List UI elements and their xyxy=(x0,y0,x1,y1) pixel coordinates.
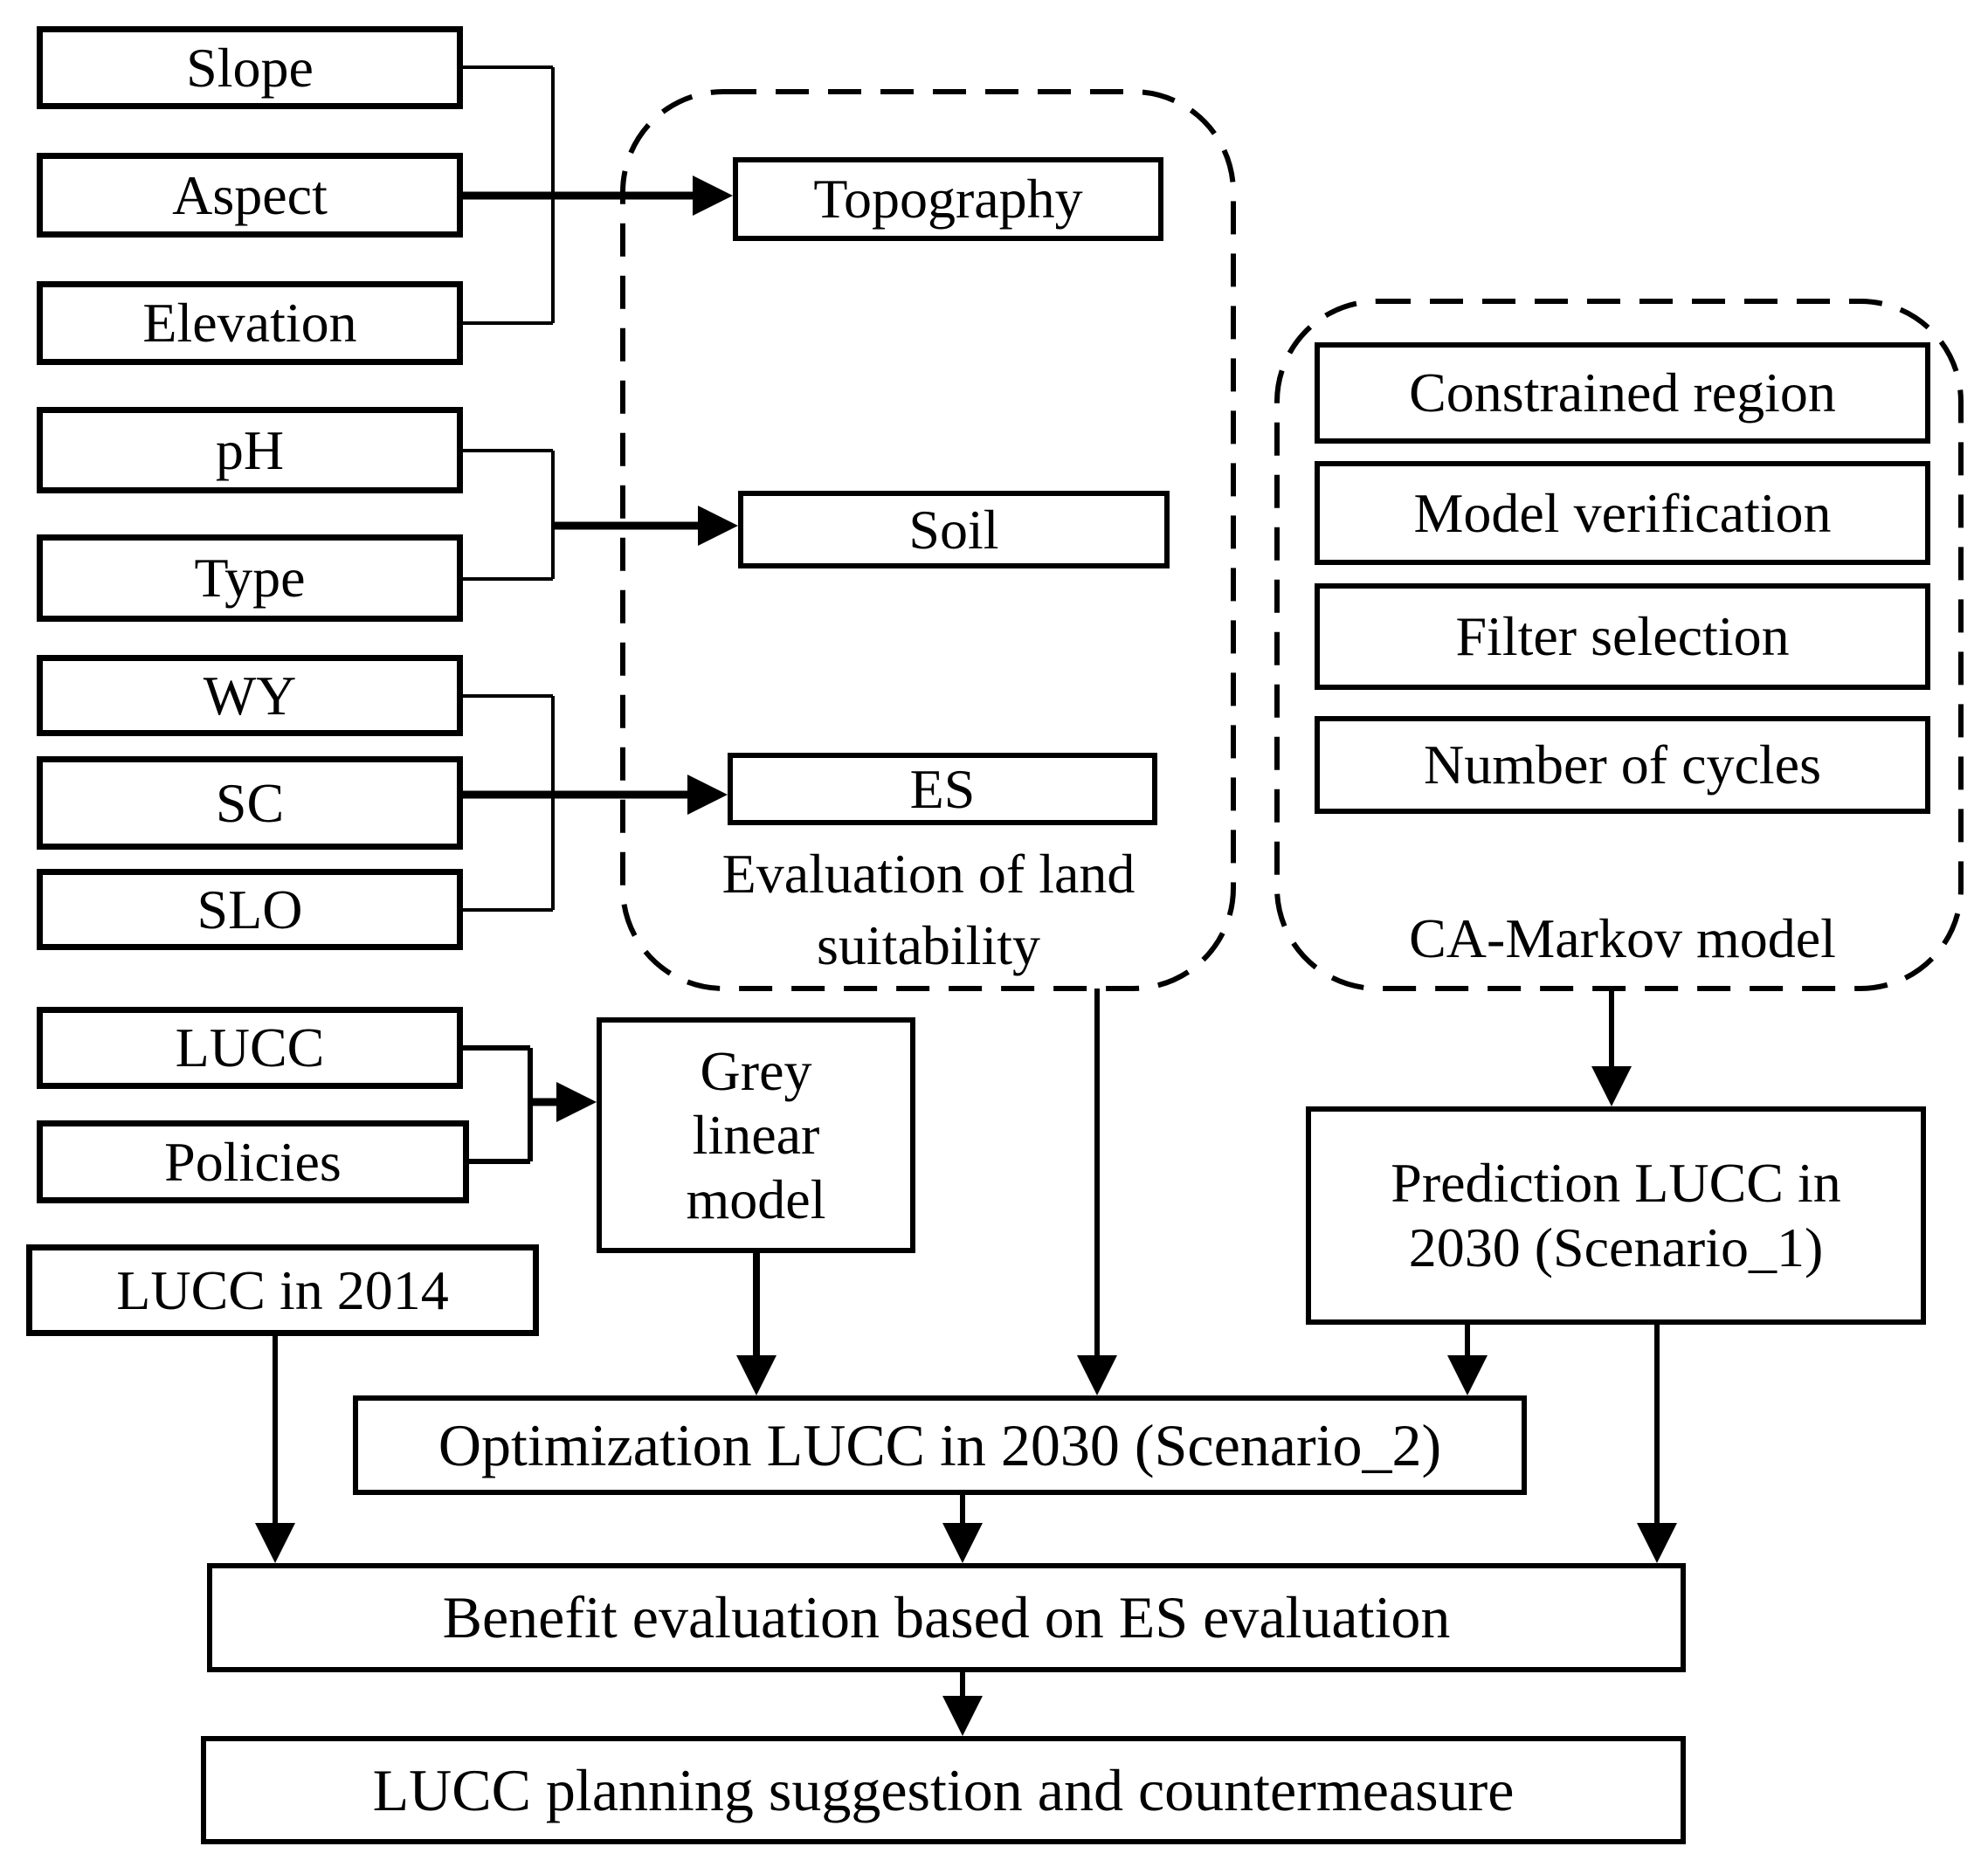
node-topography-label: Topography xyxy=(813,168,1083,231)
arrowhead-benefit-planning xyxy=(942,1696,983,1736)
node-benefit-evaluation-label: Benefit evaluation based on ES evaluatio… xyxy=(442,1584,1451,1651)
node-slope-label: Slope xyxy=(186,36,314,99)
arrowhead-suitability-optimization xyxy=(1077,1355,1117,1395)
node-soil-label: Soil xyxy=(908,498,999,561)
node-topography: Topography xyxy=(733,157,1163,241)
node-benefit-evaluation: Benefit evaluation based on ES evaluatio… xyxy=(207,1563,1686,1672)
node-ph: pH xyxy=(37,407,463,493)
node-grey-linear-model: Grey linear model xyxy=(597,1017,915,1253)
node-policies-label: Policies xyxy=(164,1130,342,1193)
arrowhead-lucc-grey xyxy=(556,1082,597,1122)
node-slo-label: SLO xyxy=(197,878,303,940)
arrowhead-lucc2014-benefit xyxy=(255,1523,295,1563)
connector-topography-bracket xyxy=(463,65,555,325)
node-soil: Soil xyxy=(738,491,1170,568)
node-sc: SC xyxy=(37,756,463,850)
node-type-label: Type xyxy=(194,547,306,610)
group-label-ca-markov: CA-Markov model xyxy=(1315,899,1930,978)
node-filter-selection-label: Filter selection xyxy=(1455,605,1790,668)
node-optimization-2030-label: Optimization LUCC in 2030 (Scenario_2) xyxy=(438,1411,1442,1478)
node-constrained-region-label: Constrained region xyxy=(1409,362,1836,424)
node-wy-label: WY xyxy=(203,664,297,727)
node-number-of-cycles: Number of cycles xyxy=(1315,716,1930,814)
node-grey-linear-model-label: Grey linear model xyxy=(686,1039,826,1230)
node-lucc-2014: LUCC in 2014 xyxy=(26,1244,539,1336)
node-lucc-planning: LUCC planning suggestion and countermeas… xyxy=(201,1736,1686,1844)
arrowhead-prediction-benefit xyxy=(1637,1523,1677,1563)
node-sc-label: SC xyxy=(215,771,285,834)
node-model-verification: Model verification xyxy=(1315,461,1930,565)
node-wy: WY xyxy=(37,655,463,736)
node-prediction-2030-label: Prediction LUCC in 2030 (Scenario_1) xyxy=(1391,1152,1841,1278)
node-filter-selection: Filter selection xyxy=(1315,583,1930,690)
node-prediction-2030: Prediction LUCC in 2030 (Scenario_1) xyxy=(1306,1106,1926,1325)
connector-soil-bracket xyxy=(463,449,555,581)
node-es-label: ES xyxy=(909,757,976,820)
node-constrained-region: Constrained region xyxy=(1315,342,1930,444)
node-elevation-label: Elevation xyxy=(142,292,357,355)
node-type: Type xyxy=(37,534,463,622)
node-ph-label: pH xyxy=(215,418,285,481)
node-aspect: Aspect xyxy=(37,153,463,238)
connector-grey-bracket xyxy=(463,1045,533,1164)
node-lucc-label: LUCC xyxy=(175,1016,325,1079)
arrowhead-optimization-benefit xyxy=(942,1523,983,1563)
node-slo: SLO xyxy=(37,869,463,950)
node-es: ES xyxy=(728,753,1157,825)
node-lucc-2014-label: LUCC in 2014 xyxy=(116,1258,449,1321)
node-lucc-planning-label: LUCC planning suggestion and countermeas… xyxy=(372,1756,1515,1823)
arrowhead-grey-optimization xyxy=(736,1355,777,1395)
node-optimization-2030: Optimization LUCC in 2030 (Scenario_2) xyxy=(353,1395,1527,1495)
node-number-of-cycles-label: Number of cycles xyxy=(1424,734,1821,796)
connector-es-bracket xyxy=(463,694,555,912)
ca-markov-text: CA-Markov model xyxy=(1409,907,1836,970)
arrowhead-prediction-optimization xyxy=(1447,1355,1488,1395)
node-lucc: LUCC xyxy=(37,1007,463,1089)
arrowhead-aspect-topography xyxy=(693,176,733,216)
node-model-verification-label: Model verification xyxy=(1413,481,1832,544)
group-label-land-suitability: Evaluation of land suitability xyxy=(666,831,1191,989)
arrowhead-camarkov-prediction xyxy=(1591,1066,1632,1106)
arrowhead-sc-es xyxy=(687,775,728,815)
node-aspect-label: Aspect xyxy=(172,163,328,226)
land-suitability-text: Evaluation of land suitability xyxy=(721,843,1136,976)
node-policies: Policies xyxy=(37,1120,469,1203)
node-slope: Slope xyxy=(37,26,463,109)
arrowhead-ph-type-soil xyxy=(698,506,738,546)
node-elevation: Elevation xyxy=(37,281,463,365)
